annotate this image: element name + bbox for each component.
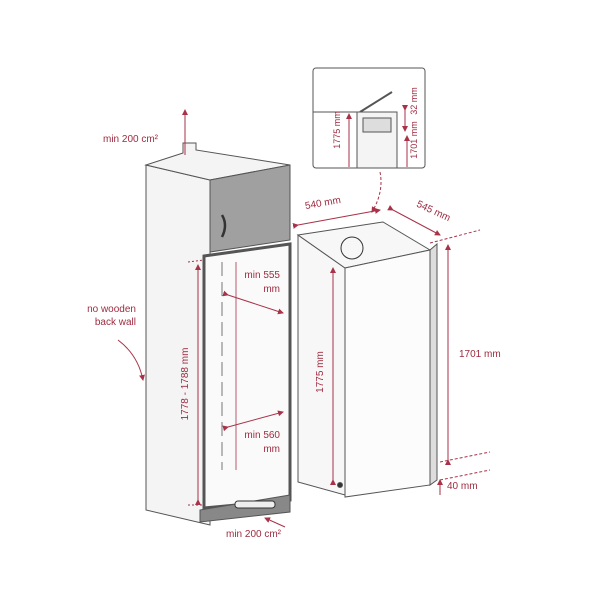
min-depth-label-line1: min 555 <box>244 270 280 281</box>
cabinet-side <box>145 164 211 526</box>
bottom-vent-label: min 200 cm² <box>226 529 282 540</box>
appliance-front <box>344 249 431 498</box>
back-wall-label-line2: back wall <box>94 317 136 328</box>
appliance-height-label: 1775 mm <box>315 351 326 393</box>
top-vent-label: min 200 cm² <box>103 134 159 145</box>
cabinet-door-panel <box>209 164 291 253</box>
inset-height-label: 1775 mm <box>332 111 342 149</box>
cabinet <box>144 142 292 526</box>
plinth-gap-label: 40 mm <box>447 481 478 492</box>
detail-callout-circle <box>340 236 364 260</box>
door-height-label: 1701 mm <box>459 349 501 360</box>
min-depth-label-line2: mm <box>263 284 280 295</box>
inset-top-gap-label: 32 mm <box>409 87 419 115</box>
cabinet-height-label: 1778 - 1788 mm <box>180 347 191 421</box>
door-handle-icon <box>220 214 227 238</box>
back-wall-label-line1: no wooden <box>87 304 136 315</box>
detail-inset <box>312 67 426 213</box>
min-width-label-line2: mm <box>263 444 280 455</box>
min-width-label-line1: min 560 <box>244 430 280 441</box>
dimension-lines <box>117 109 491 528</box>
inset-door-height-label: 1701 mm <box>409 121 419 159</box>
